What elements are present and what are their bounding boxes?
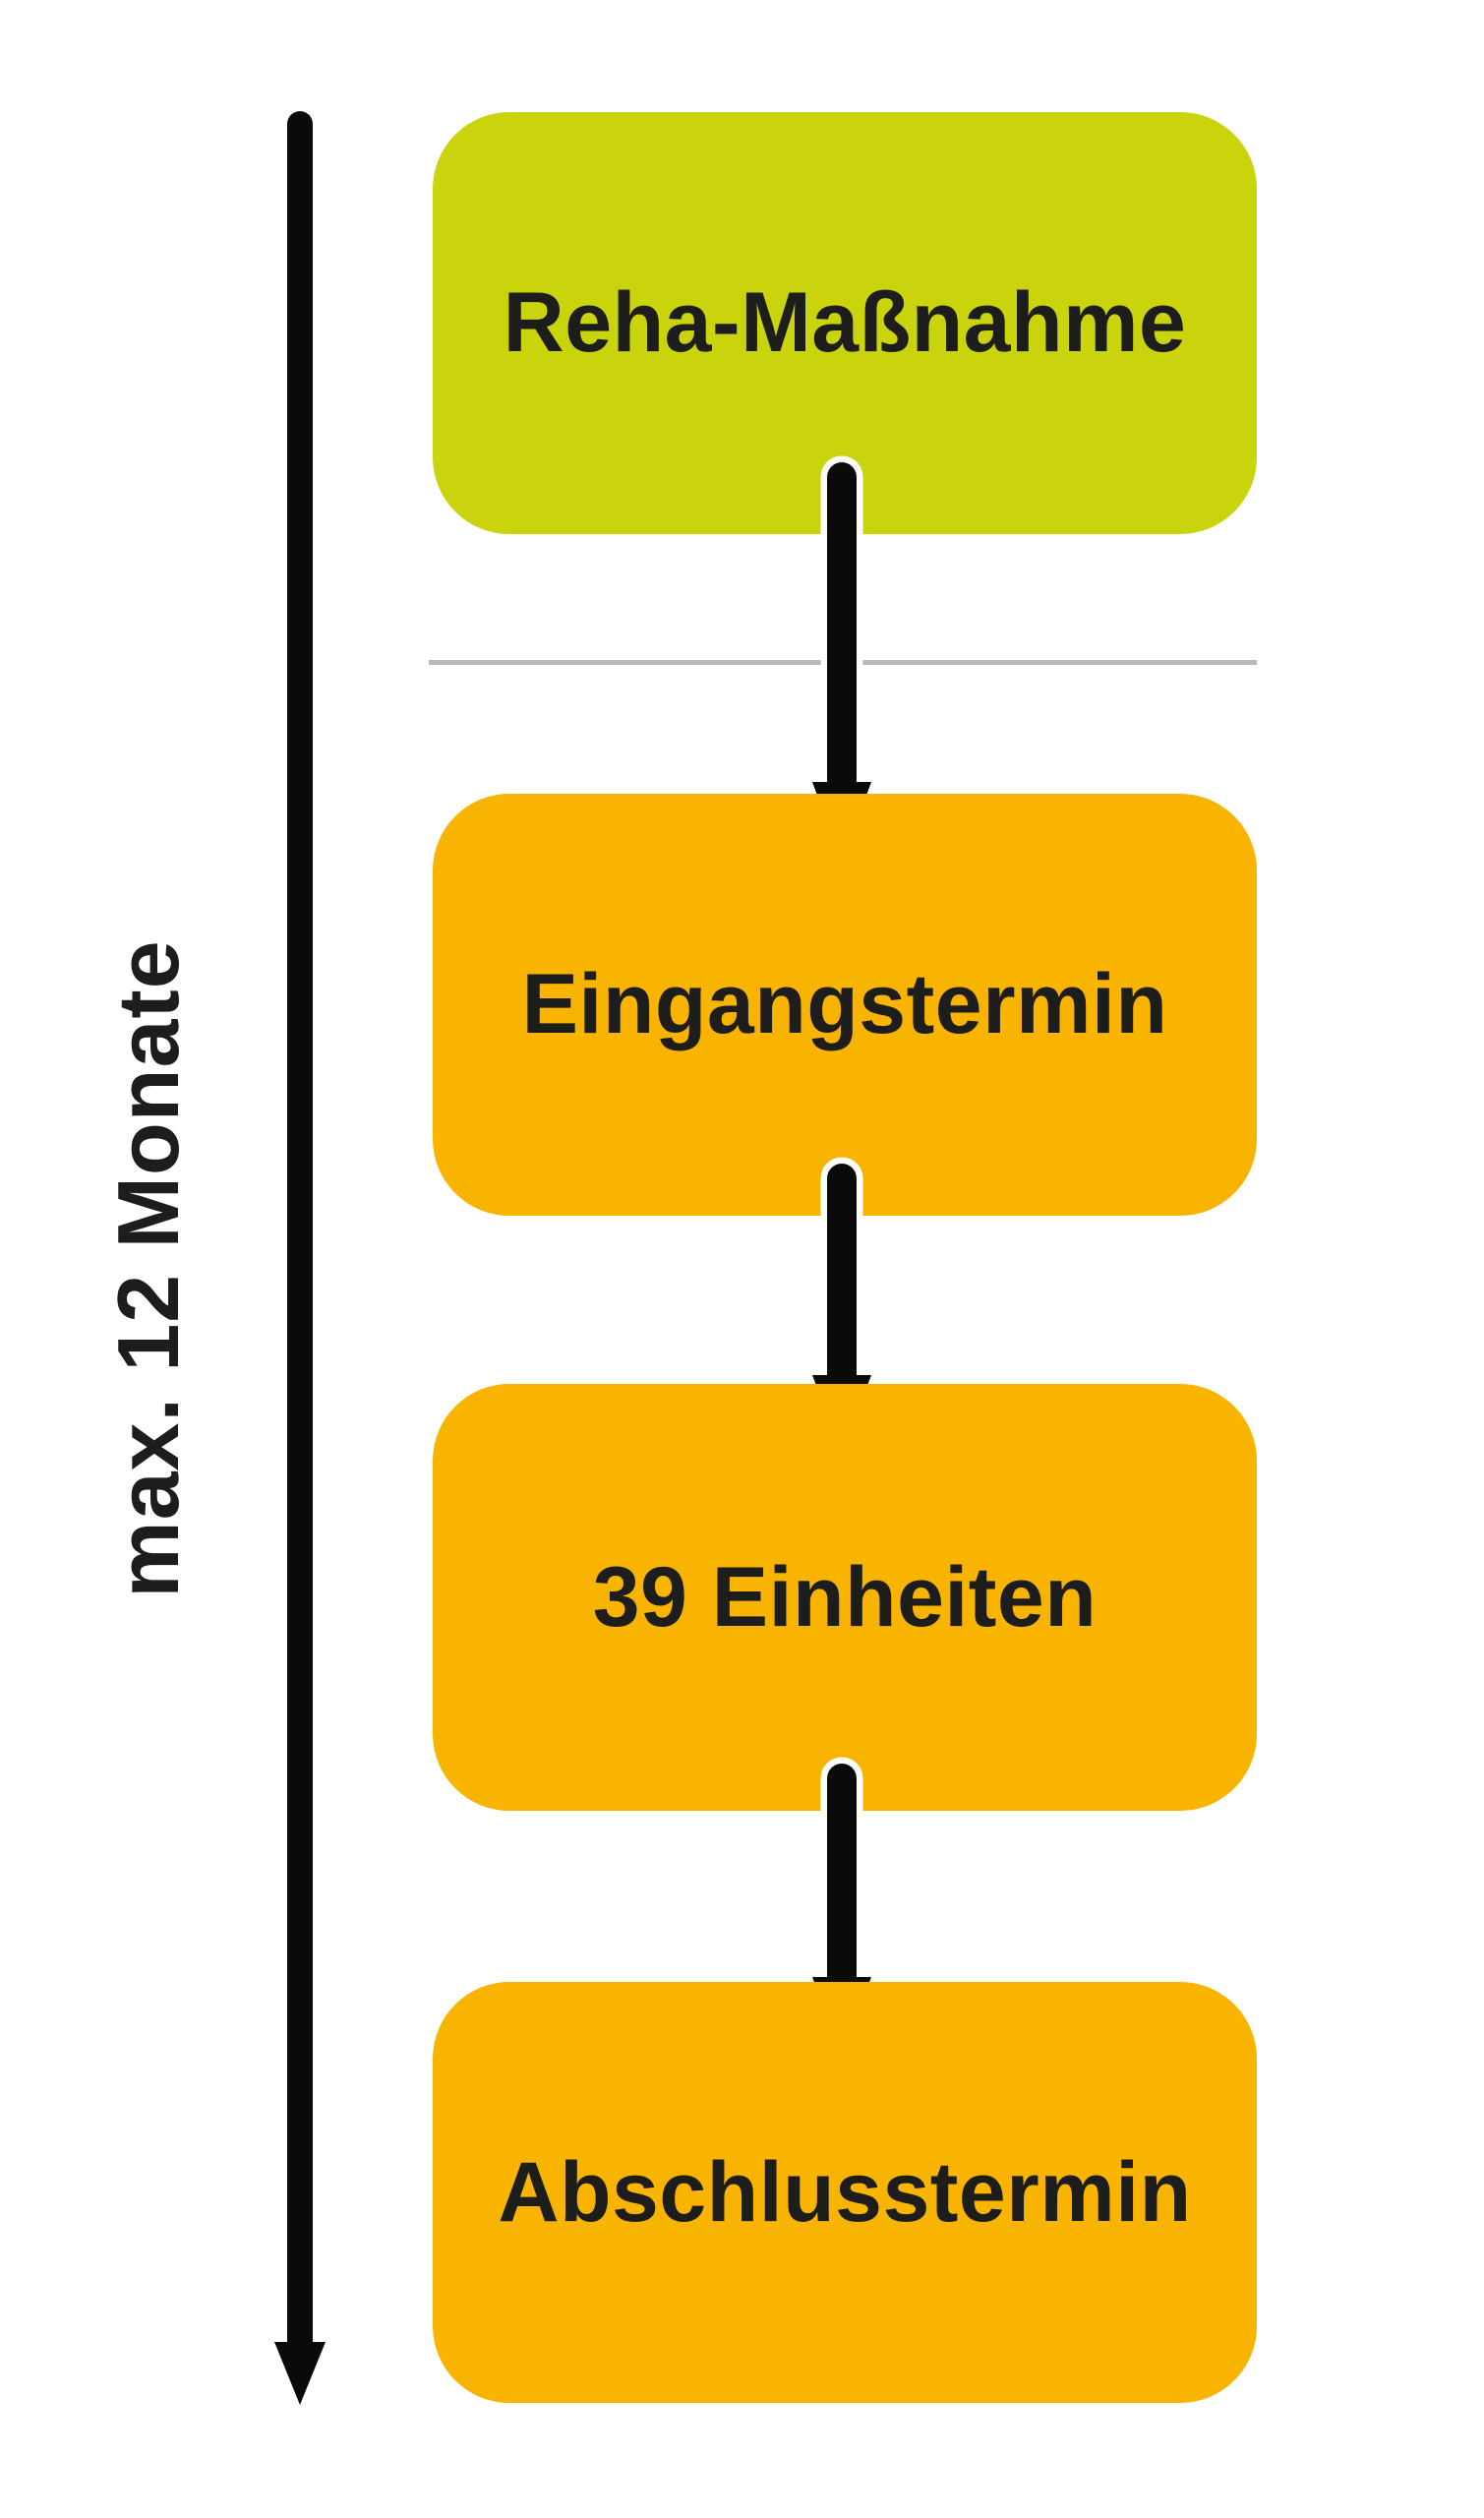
flow-node-label: Eingangstermin bbox=[521, 957, 1168, 1051]
flow-node-abschlusstermin: Abschlusstermin bbox=[433, 1982, 1257, 2403]
flow-node-label: Abschlusstermin bbox=[498, 2144, 1192, 2240]
timeline-duration-label: max. 12 Monate bbox=[99, 939, 197, 1598]
timeline-arrow-icon bbox=[274, 111, 326, 2405]
flow-node-label: 39 Einheiten bbox=[592, 1549, 1098, 1645]
flow-node-eingangstermin: Eingangstermin bbox=[433, 794, 1257, 1216]
flow-node-39-einheiten: 39 Einheiten bbox=[433, 1384, 1257, 1811]
flow-node-label: Reha-Maßnahme bbox=[503, 275, 1187, 370]
